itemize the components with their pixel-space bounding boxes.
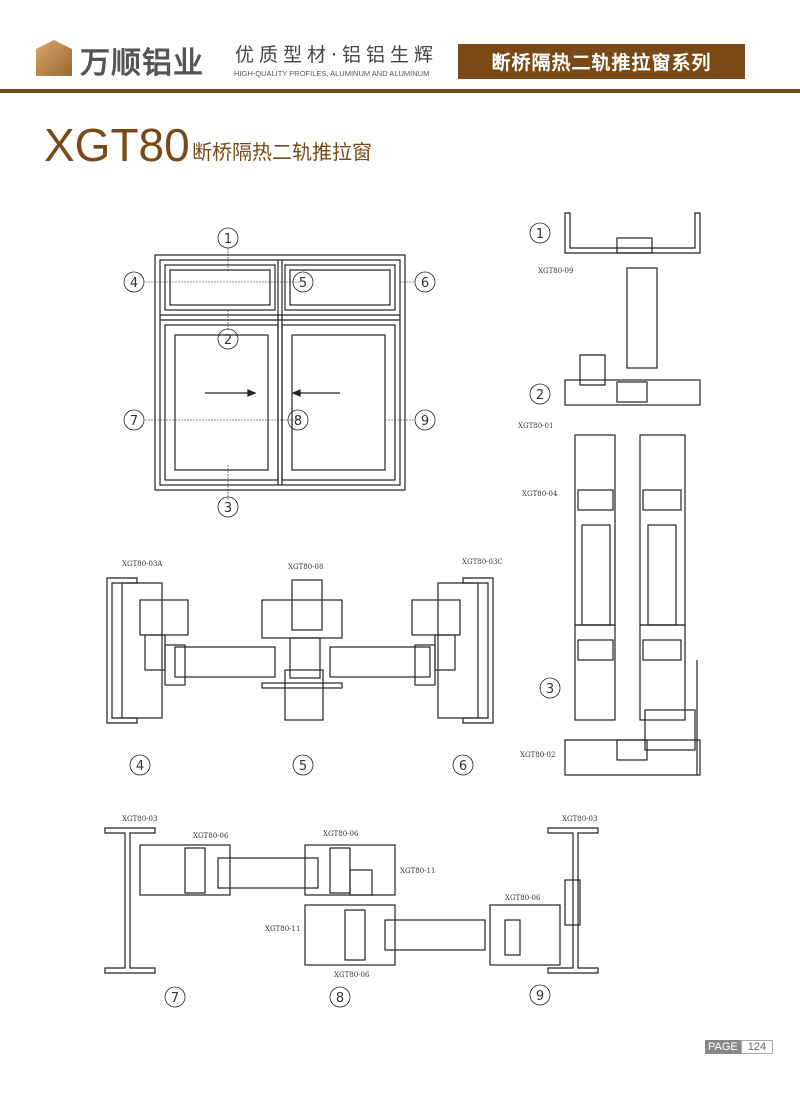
logo-icon bbox=[36, 40, 72, 76]
callout-4: 4 bbox=[136, 759, 144, 774]
profile-label: XGT80-03 bbox=[122, 815, 157, 823]
callout-8: 8 bbox=[336, 991, 344, 1006]
callout-7: 7 bbox=[171, 991, 179, 1006]
profile-label: XGT80-01 bbox=[518, 422, 553, 430]
model-subtitle: 断桥隔热二轨推拉窗 bbox=[192, 140, 372, 164]
vertical-section-drawing bbox=[564, 212, 701, 776]
profile-label: XGT80-08 bbox=[288, 563, 323, 571]
callout-1: 1 bbox=[224, 232, 232, 247]
callout-8: 8 bbox=[294, 414, 302, 429]
profile-label: XGT80-09 bbox=[538, 267, 573, 275]
callout-9: 9 bbox=[536, 989, 544, 1004]
horizontal-sections-7-8-9 bbox=[104, 827, 599, 974]
callout-circles bbox=[123, 222, 561, 1008]
callout-6: 6 bbox=[421, 276, 429, 291]
slogan-en: HIGH-QUALITY PROFILES, ALUMINUM AND ALUM… bbox=[234, 69, 430, 78]
callout-2: 2 bbox=[536, 388, 544, 403]
profile-label: XGT80-06 bbox=[193, 832, 229, 840]
series-banner: 断桥隔热二轨推拉窗系列 bbox=[458, 44, 745, 79]
brand-name: 万顺铝业 bbox=[80, 46, 204, 81]
callout-5: 5 bbox=[299, 276, 307, 291]
profile-label: XGT80-03A bbox=[122, 560, 163, 568]
callout-7: 7 bbox=[130, 414, 138, 429]
callout-3: 3 bbox=[546, 682, 554, 697]
horizontal-sections-4-5-6 bbox=[106, 577, 494, 724]
slogan: 优质型材·铝铝生辉 bbox=[235, 44, 439, 66]
model-title: XGT80 bbox=[44, 119, 190, 171]
callout-9: 9 bbox=[421, 414, 429, 429]
page-number-badge: PAGE 124 bbox=[705, 1040, 774, 1054]
profile-label: XGT80-11 bbox=[400, 867, 435, 875]
profile-label: XGT80-06 bbox=[323, 830, 359, 838]
profile-label: XGT80-03 bbox=[562, 815, 597, 823]
profile-label: XGT80-02 bbox=[520, 751, 555, 759]
callout-6: 6 bbox=[459, 759, 467, 774]
profile-label: XGT80-06 bbox=[334, 971, 370, 979]
callout-5: 5 bbox=[299, 759, 307, 774]
profile-label: XGT80-11 bbox=[265, 925, 300, 933]
header-divider bbox=[0, 89, 800, 93]
callout-4: 4 bbox=[130, 276, 138, 291]
window-elevation bbox=[145, 248, 415, 500]
profile-label: XGT80-03C bbox=[462, 558, 503, 566]
callout-3: 3 bbox=[224, 501, 232, 516]
page-number: 124 bbox=[740, 1040, 774, 1054]
profile-label: XGT80-06 bbox=[505, 894, 541, 902]
callout-1: 1 bbox=[536, 227, 544, 242]
profile-label: XGT80-04 bbox=[522, 490, 558, 498]
page-label: PAGE bbox=[705, 1040, 741, 1054]
callout-2: 2 bbox=[224, 333, 232, 348]
